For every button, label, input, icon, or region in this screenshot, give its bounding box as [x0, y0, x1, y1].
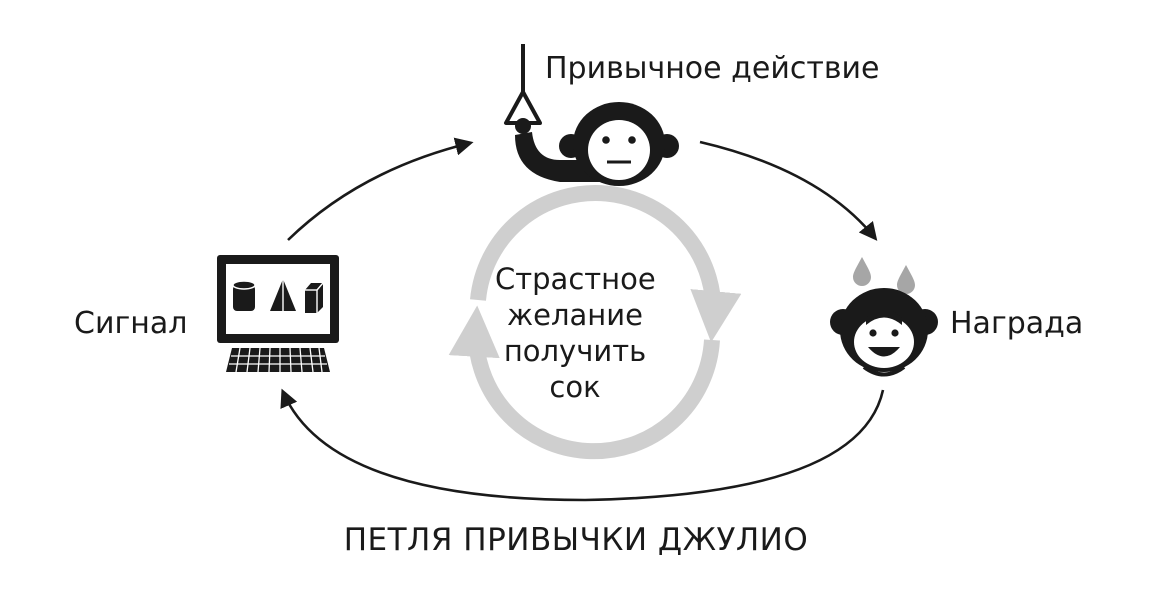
- reward-label: Награда: [950, 306, 1084, 341]
- craving-line-3: получить: [503, 333, 647, 368]
- inner-cycle-arrow-bottom: [448, 305, 720, 460]
- craving-line-4: сок: [549, 369, 601, 404]
- craving-line-2: желание: [507, 297, 643, 332]
- inner-cycle-arrow-top: [470, 185, 742, 343]
- diagram-caption: ПЕТЛЯ ПРИВЫЧКИ ДЖУЛИО: [343, 522, 809, 558]
- arrow-routine-to-reward: [699, 140, 878, 241]
- arrow-cue-to-routine: [287, 137, 474, 241]
- routine-label: Привычное действие: [545, 51, 880, 86]
- cue-label: Сигнал: [74, 306, 188, 341]
- monkey-reward-icon: [830, 288, 938, 377]
- craving-text: Страстное желание получить сок: [495, 262, 656, 406]
- craving-line-1: Страстное: [495, 262, 656, 296]
- arrow-reward-to-cue: [280, 388, 885, 502]
- monkey-pulling-lever-icon: [504, 44, 679, 186]
- computer-monitor-icon: [217, 255, 339, 373]
